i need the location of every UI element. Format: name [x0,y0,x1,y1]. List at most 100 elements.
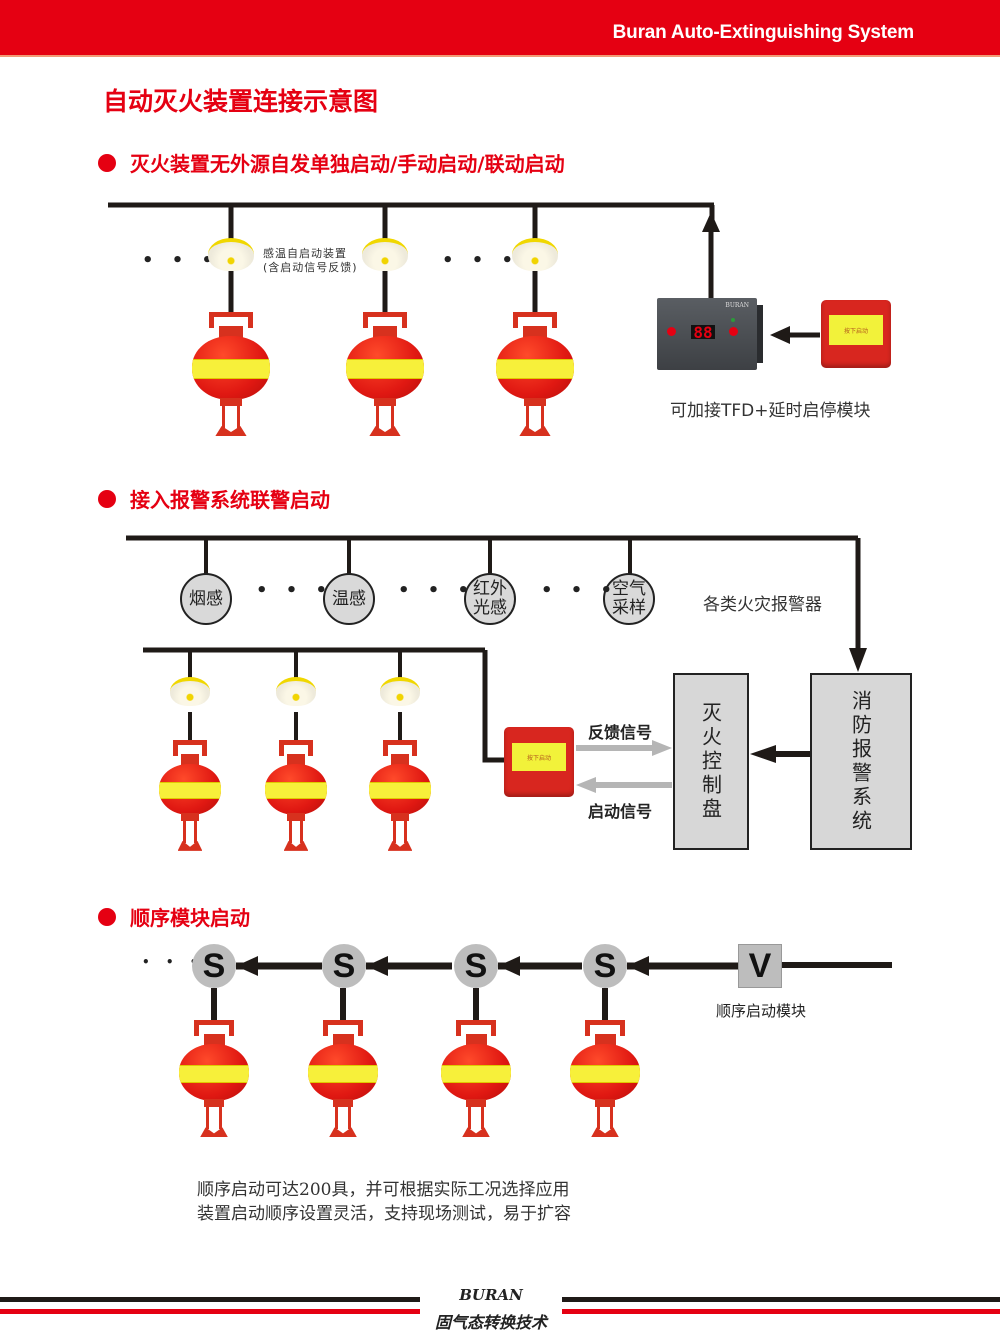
section-1-title: 灭火装置无外源自发单独启动/手动启动/联动启动 [130,152,565,176]
arrow-left-icon [770,326,790,344]
detector-label: 感温自启动装置 (含启动信号反馈) [263,247,358,274]
label-band [192,359,270,379]
heat-detector [380,677,420,706]
footer-brand: BURAN [459,1286,523,1304]
extinguisher-body [265,764,327,815]
mount-bracket [172,740,208,756]
sequence-node: S [192,944,236,988]
sequence-module-label: 顺序启动模块 [716,1002,807,1020]
brand-title: Buran Auto-Extinguishing System [612,22,915,43]
manual-start-label: 按下启动 [512,743,566,771]
module-brand: BURAN [725,302,749,309]
bullet-icon [98,907,116,926]
footer-lines [0,1297,1000,1314]
mount-bracket [513,312,557,328]
arrow-left-icon [498,956,520,976]
module-terminal [757,305,763,363]
section-2-heading: 接入报警系统联警启动 [98,484,330,513]
heat-detector [362,238,408,272]
label-band [369,782,431,799]
status-led [731,318,735,322]
ellipsis: • • • [442,250,520,271]
countdown-display: 88 [691,323,715,342]
label-band [179,1064,249,1083]
fire-extinguisher [369,740,431,865]
detectors-label: 各类火灾报警器 [703,595,822,615]
heat-detector [170,677,210,706]
label-band [441,1064,511,1083]
nozzle [288,820,304,843]
nozzle [334,1107,352,1130]
ellipsis: • • • [398,580,476,601]
extinguisher-body [441,1044,511,1102]
section-3-heading: 顺序模块启动 [98,902,250,931]
section-1-heading: 灭火装置无外源自发单独启动/手动启动/联动启动 [98,148,565,177]
fire-extinguisher [441,1020,511,1151]
mount-bracket [382,740,418,756]
bullet-icon [98,489,116,508]
section-3-title: 顺序模块启动 [130,906,250,930]
manual-start-label: 按下启动 [829,315,883,345]
arrow-left-icon [627,956,649,976]
heat-detector [512,238,558,272]
label-band [265,782,327,799]
label-band [346,359,424,379]
start-button[interactable] [729,327,738,336]
label-band [159,782,221,799]
fire-extinguisher [192,312,270,450]
ellipsis: • • • [142,250,220,271]
fire-extinguisher [496,312,574,450]
nozzle [596,1107,614,1130]
fire-extinguisher [159,740,221,865]
arrow-right-icon [652,740,672,756]
mount-bracket [209,312,253,328]
nozzle [525,405,545,428]
page-title: 自动灭火装置连接示意图 [103,87,379,116]
fire-alarm-system: 消防报警系统 [810,673,912,850]
arrow-left-icon [236,956,258,976]
arrow-left-icon [576,777,596,793]
nozzle [375,405,395,428]
manual-start-box[interactable]: 按下启动 [821,300,891,368]
nozzle [392,820,408,843]
nozzle [467,1107,485,1130]
heat-sensor: 温感 [323,573,375,625]
label-band [308,1064,378,1083]
fire-extinguisher [570,1020,640,1151]
extinguisher-body [369,764,431,815]
start-signal-label: 启动信号 [588,802,653,821]
sequence-node: S [454,944,498,988]
mount-bracket [194,1020,234,1036]
module-caption: 可加接TFD+延时启停模块 [670,401,871,421]
label-band [496,359,574,379]
label-band [570,1064,640,1083]
mount-bracket [585,1020,625,1036]
extinguishing-control-panel: 灭火控制盘 [673,673,749,850]
arrow-left-icon [750,745,776,763]
sequence-node: S [583,944,627,988]
smoke-sensor: 烟感 [180,573,232,625]
arrow-down-icon [849,648,867,672]
mount-bracket [323,1020,363,1036]
sequence-start-module: V [738,944,782,988]
fire-extinguisher [308,1020,378,1151]
stop-button[interactable] [667,327,676,336]
heat-detector [276,677,316,706]
extinguisher-body [179,1044,249,1102]
header-bar [0,0,1000,57]
fire-extinguisher [265,740,327,865]
ellipsis: • • • [541,580,619,601]
infrared-sensor: 红外光感 [464,573,516,625]
fire-extinguisher [346,312,424,450]
nozzle [182,820,198,843]
bullet-icon [98,153,116,172]
section-2-wiring [126,535,867,793]
manual-start-box[interactable]: 按下启动 [504,727,574,797]
heat-detector [208,238,254,272]
extinguisher-body [192,336,270,400]
mount-bracket [456,1020,496,1036]
air-sampling-sensor: 空气采样 [603,573,655,625]
nozzle [221,405,241,428]
tfd-delay-module[interactable]: BURAN 88 [657,298,757,370]
